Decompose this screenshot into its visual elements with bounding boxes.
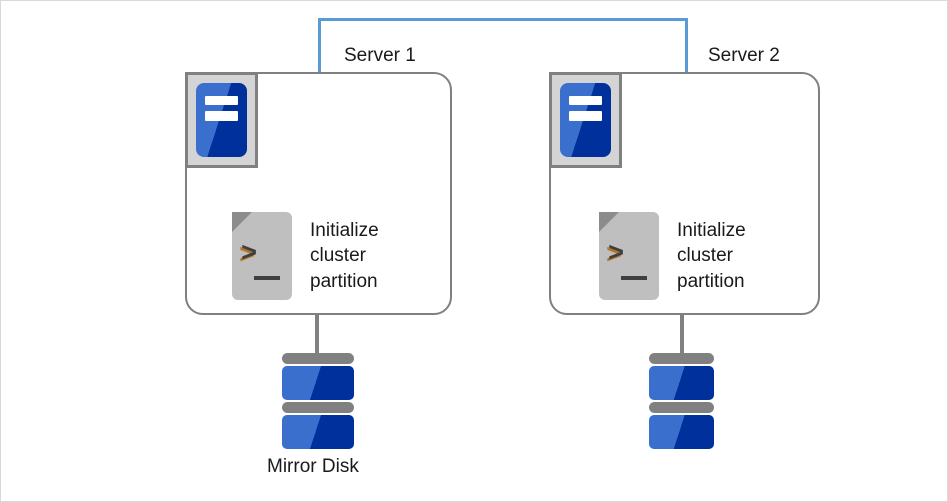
server-icon-bay-2	[205, 111, 238, 121]
mirror-disk-label: Mirror Disk	[267, 456, 359, 477]
script-icon-prompt: >	[608, 240, 625, 270]
cluster-interconnect-line-left	[318, 18, 321, 74]
server-2-action-text: Initialize cluster partition	[677, 219, 746, 292]
server-icon	[185, 72, 258, 168]
server-2-label: Server 2	[708, 45, 780, 66]
server-icon-body	[560, 83, 611, 157]
disk-platter	[282, 415, 354, 449]
disk-plate	[282, 402, 354, 413]
server-1-disk-stack-icon	[282, 353, 354, 451]
cluster-interconnect-line-right	[685, 18, 688, 74]
disk-plate	[649, 353, 714, 364]
server-1-label: Server 1	[344, 45, 416, 66]
server-icon-bay-2	[569, 111, 602, 121]
script-icon-cursor	[254, 276, 280, 280]
server-icon	[549, 72, 622, 168]
server-icon-body	[196, 83, 247, 157]
server-icon-bay-1	[205, 95, 238, 106]
disk-platter	[649, 366, 714, 400]
script-terminal-icon: >	[599, 212, 659, 300]
disk-platter	[649, 415, 714, 449]
script-icon-fold	[232, 212, 252, 232]
disk-plate	[649, 402, 714, 413]
server-1-disk-cable	[315, 314, 319, 358]
disk-platter	[282, 366, 354, 400]
server-2-disk-stack-icon	[649, 353, 714, 451]
server-2-disk-cable	[680, 314, 684, 358]
server-icon-bay-1	[569, 95, 602, 106]
server-2-action: > Initialize cluster partition	[599, 212, 746, 300]
script-icon-cursor	[621, 276, 647, 280]
script-icon-fold	[599, 212, 619, 232]
disk-plate	[282, 353, 354, 364]
cluster-interconnect-line-horizontal	[318, 18, 688, 21]
server-1-action: > Initialize cluster partition	[232, 212, 379, 300]
script-terminal-icon: >	[232, 212, 292, 300]
server-1-action-text: Initialize cluster partition	[310, 219, 379, 292]
script-icon-prompt: >	[241, 240, 258, 270]
